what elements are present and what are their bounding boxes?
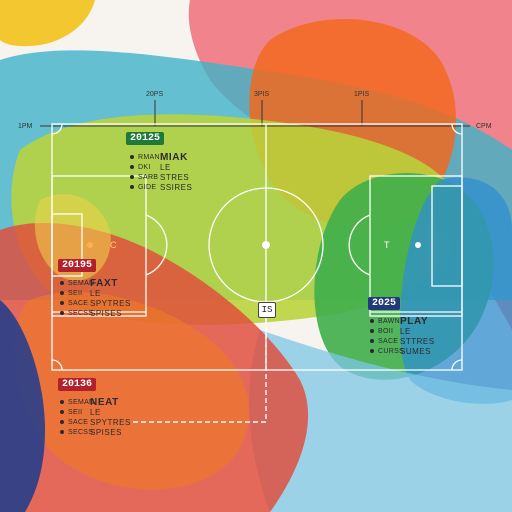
corner-arc-bl: [51, 359, 63, 371]
bullet-icon: [130, 155, 134, 159]
navy-blob: [0, 300, 45, 512]
bullet-icon: [60, 291, 64, 295]
bullet-icon: [370, 339, 374, 343]
bullet-icon: [130, 165, 134, 169]
yellow-blob: [0, 0, 95, 47]
left-goal-box: [51, 213, 83, 277]
bullet-icon: [60, 420, 64, 424]
bullet-icon: [60, 301, 64, 305]
top-scale: [40, 100, 470, 127]
scale-left-label: 1PM: [18, 123, 33, 130]
center-spot: [262, 241, 270, 249]
scale-tick-label-3: 1PIS: [354, 91, 370, 98]
right-goal-box: [431, 185, 463, 287]
panel-right-badge: 2025: [368, 297, 401, 310]
corner-arc-br: [451, 359, 463, 371]
panel-bottom-badge: 20136: [58, 378, 97, 391]
bullet-icon: [370, 319, 374, 323]
corner-arc-tr: [451, 123, 463, 135]
bullet-icon: [370, 329, 374, 333]
blue-blob: [400, 177, 512, 404]
bullet-icon: [60, 281, 64, 285]
right-penalty-spot: [415, 242, 421, 248]
right-penalty-arc: [348, 214, 371, 276]
bullet-icon: [60, 430, 64, 434]
bullet-icon: [60, 410, 64, 414]
left-goal-text: C: [110, 240, 117, 250]
left-penalty-arc: [145, 214, 168, 276]
scale-tick-label-2: 3PIS: [254, 91, 270, 98]
scale-right-label: CPM: [476, 123, 492, 130]
panel-left-badge: 20195: [58, 259, 97, 272]
panel-top-badge: 20125: [126, 132, 165, 145]
orange-lower-blob: [13, 292, 249, 490]
bullet-icon: [130, 175, 134, 179]
bullet-icon: [370, 349, 374, 353]
right-goal-text: T: [384, 240, 390, 250]
dashed-connector: [130, 318, 267, 423]
center-tag: IS: [258, 302, 276, 318]
corner-arc-tl: [51, 123, 63, 135]
soccer-pitch: [51, 123, 463, 371]
light-blue-blob: [249, 330, 512, 512]
bullet-icon: [60, 400, 64, 404]
bullet-icon: [60, 311, 64, 315]
left-penalty-spot: [87, 242, 93, 248]
scale-tick-label-1: 20PS: [146, 91, 164, 98]
bullet-icon: [130, 185, 134, 189]
